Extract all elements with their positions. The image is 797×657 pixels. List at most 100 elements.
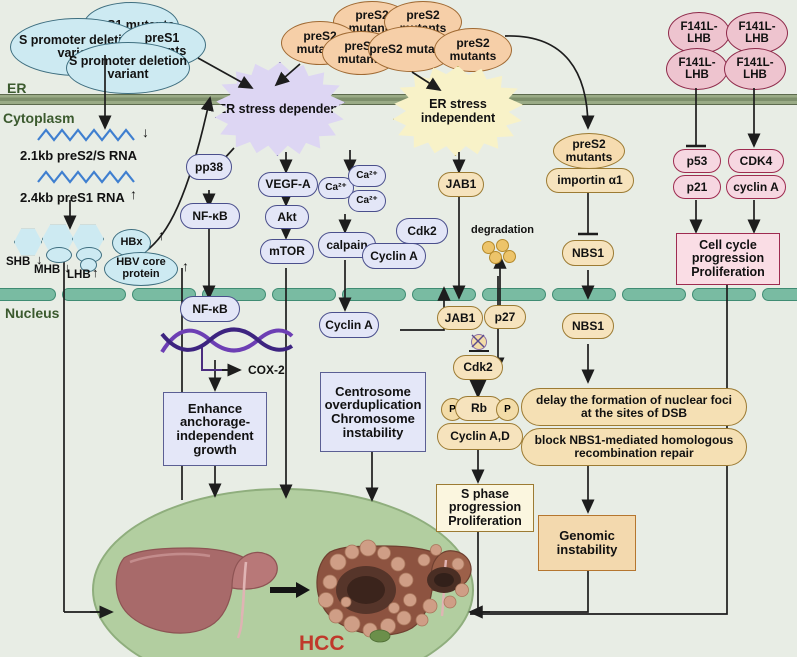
p21-node[interactable]: p21 <box>673 175 721 199</box>
hbx-label: HBx <box>120 236 143 249</box>
dna-helix-icon <box>160 327 294 354</box>
calcium-node-1[interactable]: Ca²⁺ <box>318 177 354 199</box>
nbs1-cytoplasm-node[interactable]: NBS1 <box>562 240 614 266</box>
mhb-label: MHB <box>34 264 61 276</box>
oval-label: preS2 mutants <box>449 36 497 63</box>
p27-node[interactable]: p27 <box>484 305 526 329</box>
nbs1-effect-delay-foci-box[interactable]: delay the formation of nuclear foci at t… <box>521 388 747 426</box>
calcium-node-3[interactable]: Ca²⁺ <box>348 190 386 212</box>
centrosome-instability-label: Centrosome overduplication Chromosome in… <box>324 383 422 440</box>
s-phase-progression-label: S phase progression Proliferation <box>448 487 522 528</box>
nbs1-cytoplasm-label: NBS1 <box>571 245 604 260</box>
cdk4-node[interactable]: CDK4 <box>728 149 784 173</box>
phospho-left-label: P <box>449 404 456 415</box>
nuclear-membrane-segment <box>762 288 797 301</box>
jab1-nucleus-node[interactable]: JAB1 <box>437 306 483 330</box>
liver-zone: HCC <box>92 488 474 657</box>
zone-label-nucleus: Nucleus <box>5 305 60 321</box>
hcc-label: HCC <box>299 632 345 655</box>
rna-2-4kb-label: 2.4kb preS1 RNA <box>20 190 125 205</box>
rna-2-1kb-label: 2.1kb preS2/S RNA <box>20 148 138 163</box>
nbs1-nucleus-label: NBS1 <box>571 318 604 333</box>
genomic-instability-label: Genomic instability <box>556 528 618 557</box>
mhb-arrow: ↓ <box>64 260 71 275</box>
pp38-label: pp38 <box>194 159 223 174</box>
genomic-instability-box[interactable]: Genomic instability <box>538 515 636 571</box>
nuclear-membrane-segment <box>692 288 756 301</box>
er-oval-f141l-lhb-1[interactable]: F141L-LHB <box>668 12 730 54</box>
cyclin-a-nucleus-node[interactable]: Cyclin A <box>319 312 379 338</box>
nuclear-membrane-segment <box>622 288 686 301</box>
cyclin-ad-label: Cyclin A,D <box>450 429 510 444</box>
calcium-label: Ca²⁺ <box>356 194 378 206</box>
liver-progression-arrow <box>270 582 310 598</box>
cyclin-a-f141l-label: cyclin A <box>733 179 779 194</box>
nuclear-membrane-segment <box>0 288 56 301</box>
importin-a1-node[interactable]: importin α1 <box>546 168 634 193</box>
phospho-right-label: P <box>504 404 511 415</box>
nfkb-cytoplasm-label: NF-κB <box>192 208 228 223</box>
rna-wave-2-4kb-icon <box>37 170 135 184</box>
mtor-label: mTOR <box>269 244 305 259</box>
nbs1-nucleus-node[interactable]: NBS1 <box>562 313 614 339</box>
jab1-cytoplasm-node[interactable]: JAB1 <box>438 172 484 197</box>
vegfa-node[interactable]: VEGF-A <box>258 172 318 197</box>
er-oval-pres2-mutants-6[interactable]: preS2 mutants <box>434 28 512 72</box>
nfkb-cytoplasm-node[interactable]: NF-κB <box>180 203 240 229</box>
cyclin-a-cytoplasm-node[interactable]: Cyclin A <box>362 243 426 269</box>
tumor-liver-illustration <box>316 539 472 643</box>
hbv-core-protein-node[interactable]: HBV core protein <box>104 252 178 286</box>
er-oval-s-promoter-deletion-2[interactable]: S promoter deletion variant <box>66 42 190 94</box>
p53-node[interactable]: p53 <box>673 149 721 173</box>
calpain-label: calpain <box>326 237 368 252</box>
oval-label: F141L-LHB <box>678 56 716 81</box>
jab1-cytoplasm-label: JAB1 <box>445 177 477 192</box>
pres2-mutants-nbs1-node[interactable]: preS2 mutants <box>553 133 625 169</box>
cell-cycle-progression-label: Cell cycle progression Proliferation <box>691 238 765 279</box>
zone-label-er: ER <box>7 80 27 96</box>
nuclear-membrane-segment <box>342 288 406 301</box>
normal-liver-illustration <box>115 547 278 639</box>
degradation-blob-icon <box>489 251 502 264</box>
cell-cycle-progression-box[interactable]: Cell cycle progression Proliferation <box>676 233 780 285</box>
er-oval-f141l-lhb-3[interactable]: F141L-LHB <box>666 48 728 90</box>
nfkb-nucleus-node[interactable]: NF-κB <box>180 296 240 322</box>
importin-a1-label: importin α1 <box>557 173 623 188</box>
phospho-right-icon: P <box>496 398 519 421</box>
cyclin-ad-node[interactable]: Cyclin A,D <box>437 423 523 450</box>
cyclin-a-f141l-node[interactable]: cyclin A <box>726 175 786 199</box>
cyclin-a-nucleus-label: Cyclin A <box>325 317 373 332</box>
cdk2-nucleus-node[interactable]: Cdk2 <box>453 355 503 380</box>
er-oval-f141l-lhb-4[interactable]: F141L-LHB <box>724 48 786 90</box>
lhb-arrow: ↑ <box>92 265 99 280</box>
p53-label: p53 <box>686 153 708 168</box>
shb-label: SHB <box>6 256 31 268</box>
s-phase-progression-box[interactable]: S phase progression Proliferation <box>436 484 534 532</box>
calcium-node-2[interactable]: Ca²⁺ <box>348 165 386 187</box>
oval-label: F141L-LHB <box>738 20 776 45</box>
lhb-hexagon-icon <box>72 224 104 254</box>
oval-label: preS2 mutants <box>369 41 453 56</box>
nuclear-membrane-segment <box>62 288 126 301</box>
starburst-label: ER stress independent <box>420 97 496 125</box>
p27-label: p27 <box>494 309 516 324</box>
cdk2-label: Cdk2 <box>407 223 437 238</box>
nbs1-effect-block-repair-box[interactable]: block NBS1-mediated homologous recombina… <box>521 428 747 466</box>
akt-label: Akt <box>277 209 297 224</box>
zone-label-cytoplasm: Cytoplasm <box>3 110 75 126</box>
centrosome-instability-box[interactable]: Centrosome overduplication Chromosome in… <box>320 372 426 452</box>
rb-node[interactable]: Rb <box>455 396 503 421</box>
pp38-node[interactable]: pp38 <box>186 154 232 180</box>
oval-label: F141L-LHB <box>736 56 774 81</box>
rna-wave-2-1kb-icon <box>37 128 135 142</box>
enhance-anchorage-growth-box[interactable]: Enhance anchorage-independent growth <box>163 392 267 466</box>
akt-node[interactable]: Akt <box>265 205 309 229</box>
rna-2-4kb-arrow: ↑ <box>130 186 137 202</box>
nuclear-membrane-segment <box>132 288 196 301</box>
nuclear-membrane-segment <box>272 288 336 301</box>
mtor-node[interactable]: mTOR <box>260 239 314 264</box>
nfkb-nucleus-label: NF-κB <box>192 301 228 316</box>
mhb-ellipse-icon <box>46 247 72 263</box>
cdk2-cytoplasm-node[interactable]: Cdk2 <box>396 218 448 244</box>
